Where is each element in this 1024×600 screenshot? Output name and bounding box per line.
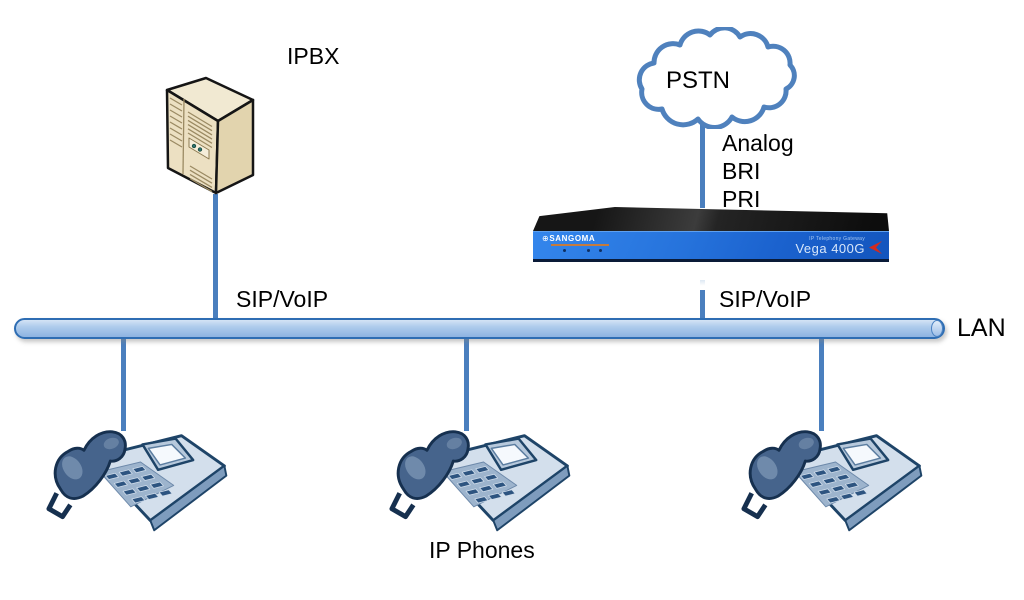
globe-icon: ⊕: [542, 234, 550, 243]
gateway-front-panel: ⊕SANGOMA IP Telephony Gateway Vega 400G: [533, 231, 889, 262]
drop-line-phone-1: [121, 330, 126, 431]
drop-line-phone-2: [464, 330, 469, 431]
pstn-label: PSTN: [666, 67, 730, 94]
vega-gateway-device: ⊕SANGOMA IP Telephony Gateway Vega 400G …: [533, 207, 889, 290]
gateway-to-lan-line: [700, 280, 705, 322]
sangoma-tagline-bar: [551, 244, 609, 246]
ip-phone-icon: [388, 423, 583, 540]
trunk-types-label: Analog BRI PRI: [722, 129, 794, 213]
trunk-analog-label: Analog: [722, 130, 794, 156]
sangoma-red-arrow-icon: [869, 241, 882, 254]
drop-line-phone-3: [819, 330, 824, 431]
ip-phones-label: IP Phones: [429, 537, 535, 563]
ipbx-server-icon: [165, 76, 255, 195]
gateway-reflection: ⊕SANGOMA IP Telephony Gateway Vega 400G: [533, 262, 889, 290]
ip-phone-icon: [740, 423, 935, 540]
lan-label: LAN: [957, 314, 1006, 342]
status-led: [587, 249, 590, 252]
gateway-model-label: Vega 400G: [795, 241, 865, 256]
status-led: [599, 249, 602, 252]
gateway-sip-voip-label: SIP/VoIP: [719, 286, 812, 312]
pstn-cloud-icon: PSTN: [636, 27, 797, 129]
status-led: [563, 249, 566, 252]
gateway-top-panel: [533, 207, 889, 231]
pstn-to-gateway-line: [700, 124, 705, 208]
server-vents: [169, 97, 213, 193]
gateway-model-block: IP Telephony Gateway Vega 400G: [795, 236, 865, 256]
pbx-to-lan-line: [213, 194, 218, 322]
trunk-bri-label: BRI: [722, 158, 761, 184]
ip-phone-icon: [45, 423, 240, 540]
ipbx-label: IPBX: [287, 43, 340, 69]
lan-bus-bar: [14, 318, 945, 339]
sangoma-logo: ⊕SANGOMA: [542, 234, 596, 243]
trunk-pri-label: PRI: [722, 186, 761, 212]
pbx-sip-voip-label: SIP/VoIP: [236, 286, 329, 312]
